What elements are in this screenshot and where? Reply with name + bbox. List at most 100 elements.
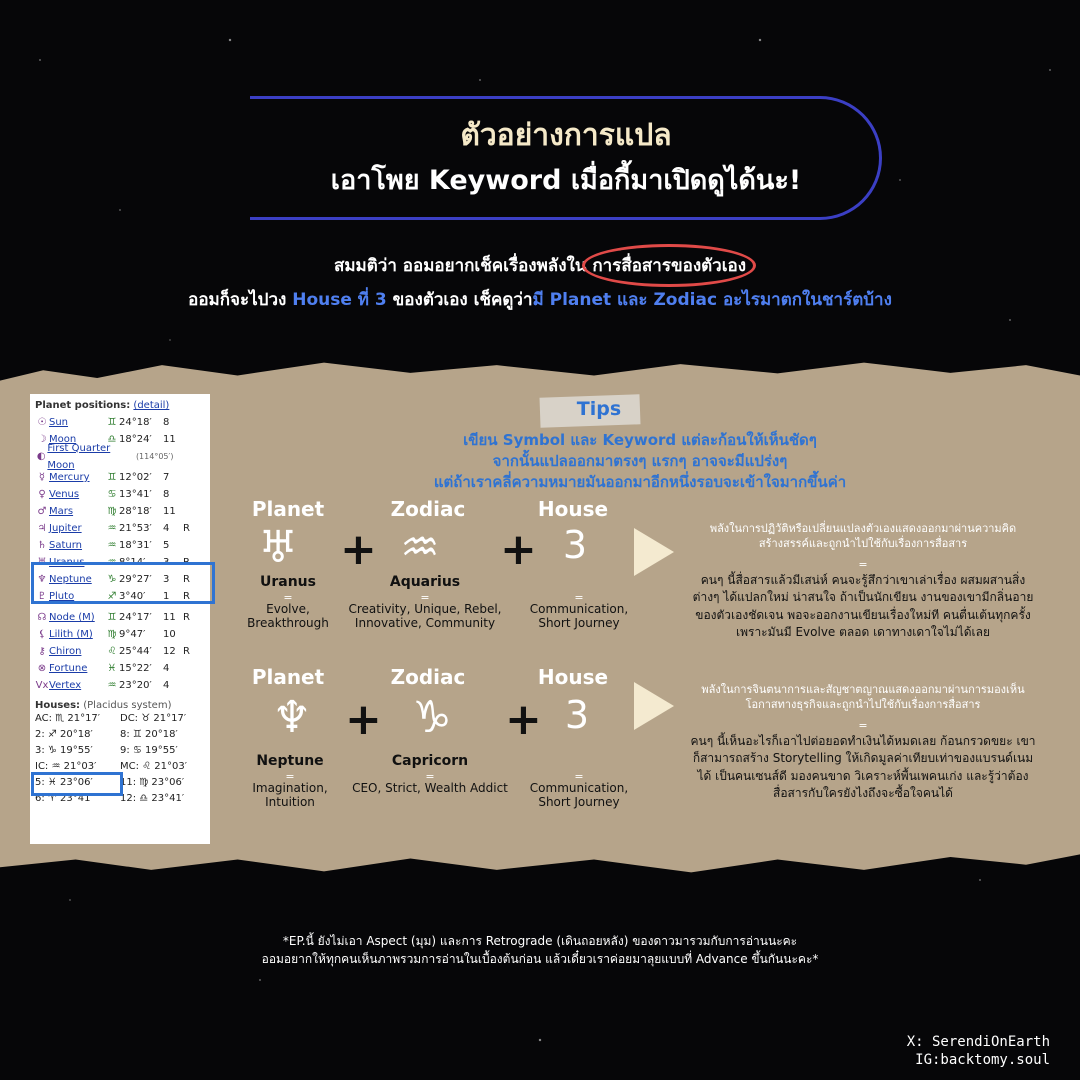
planet-name-link[interactable]: Fortune — [49, 663, 88, 674]
planet-degree: 9°47′ — [119, 629, 146, 640]
story-text: คนๆ นี้สื่อสารแล้วมีเสน่ห์ คนจะรู้สึกว่า… — [692, 573, 1034, 640]
planet-label: Planet — [251, 497, 325, 521]
plus-icon: + — [345, 694, 382, 745]
house-row: 6: ♈ 23°41′12: ♎ 23°41′ — [35, 791, 205, 807]
zodiac-glyph-icon: ♍ — [107, 629, 117, 640]
arrow-right-icon — [634, 528, 674, 576]
planet-glyph-icon: ♇ — [37, 591, 47, 602]
planet-glyph-icon: ⊗ — [37, 663, 47, 674]
equals-sign: = — [285, 770, 295, 783]
planet-house: 11 — [163, 434, 176, 445]
zodiac-glyph-icon: ♊ — [107, 612, 117, 623]
planet-degree: 28°18′ — [119, 506, 152, 517]
planet-name: Neptune — [256, 753, 324, 769]
planet-degree: (114°05′) — [135, 452, 174, 461]
tips-label: Tips — [576, 398, 622, 420]
planet-name-link[interactable]: Node (M) — [49, 612, 95, 623]
planet-glyph-icon: ☉ — [37, 417, 47, 428]
planet-glyph-icon: ⚸ — [38, 629, 46, 640]
planet-row: ♄Saturn♒18°31′5 — [35, 537, 205, 554]
planet-degree: 21°53′ — [119, 523, 152, 534]
highlight-house: House ที่ 3 — [292, 290, 387, 310]
equals-sign: = — [425, 770, 435, 783]
planet-name-link[interactable]: Vertex — [49, 680, 82, 691]
retrograde-flag: R — [183, 574, 190, 585]
house-list: AC: ♏ 21°17′DC: ♉ 21°17′ 2: ♐ 20°18′ 8: ♊ … — [35, 711, 205, 807]
planet-house: 3 — [163, 574, 170, 585]
house-cusp: 2: ♐ 20°18′ — [35, 729, 93, 740]
intro-text: ของตัวเอง เช็คดูว่า — [386, 290, 533, 310]
planet-glyph-icon: ☿ — [38, 472, 46, 483]
planet-house: 4 — [163, 663, 170, 674]
planet-degree: 25°44′ — [119, 646, 152, 657]
retrograde-flag: R — [183, 523, 190, 534]
retrograde-flag: R — [183, 612, 190, 623]
equals-sign: = — [420, 591, 430, 604]
detail-link[interactable]: (detail) — [133, 400, 170, 411]
zodiac-glyph-icon: ♑ — [107, 574, 117, 585]
house-row: 5: ♓ 23°06′11: ♍ 23°06′ — [35, 775, 205, 791]
house-number: 3 — [562, 523, 588, 567]
planet-name-link[interactable]: First Quarter Moon — [47, 442, 111, 471]
house-row: AC: ♏ 21°17′DC: ♉ 21°17′ — [35, 711, 205, 727]
planet-name-link[interactable]: Venus — [49, 489, 80, 500]
plus-icon: + — [505, 694, 542, 745]
planet-house: 4 — [163, 523, 170, 534]
house-cusp: 6: ♈ 23°41′ — [35, 793, 93, 804]
planet-row: ♂Mars♍28°18′11 — [35, 503, 205, 520]
tips-line-1: เขียน Symbol และ Keyword แต่ละก้อนให้เห็… — [463, 431, 817, 449]
planet-keywords: Imagination, Intuition — [252, 781, 328, 810]
house-cusp: 8: ♊ 20°18′ — [120, 729, 178, 740]
planet-glyph-icon: ♄ — [37, 540, 47, 551]
planet-name-link[interactable]: Lilith (M) — [49, 629, 93, 640]
planet-glyph-icon: ☊ — [37, 612, 47, 623]
planet-glyph-icon: ◐ — [36, 451, 46, 462]
zodiac-glyph-icon: ♌ — [107, 646, 117, 657]
planet-row: ☿Mercury♊12°02′7 — [35, 469, 205, 486]
meaning-text: พลังในการจินตนาการและสัญชาตญาณแสดงออกมาผ… — [701, 683, 1025, 711]
zodiac-keywords: Creativity, Unique, Rebel, Innovative, C… — [348, 602, 502, 631]
planet-glyph-icon: ♂ — [37, 506, 47, 517]
planet-degree: 3°40′ — [119, 591, 146, 602]
planet-house: 11 — [163, 612, 176, 623]
planet-name-link[interactable]: Neptune — [49, 574, 92, 585]
planet-name-link[interactable]: Sun — [49, 417, 69, 428]
planet-name-link[interactable]: Mercury — [49, 472, 90, 483]
intro-line-1: สมมติว่า ออมอยากเช็คเรื่องพลังใน การสื่อ… — [0, 244, 1080, 287]
planet-name-link[interactable]: Mars — [49, 506, 74, 517]
intro-line-2: ออมก็จะไปวง House ที่ 3 ของตัวเอง เช็คดู… — [0, 286, 1080, 313]
house-row: 2: ♐ 20°18′ 8: ♊ 20°18′ — [35, 727, 205, 743]
planet-degree: 29°27′ — [119, 574, 152, 585]
planet-degree: 18°31′ — [119, 540, 152, 551]
meaning-text: พลังในการปฏิวัติหรือเปลี่ยนแปลงตัวเองแสด… — [709, 522, 1017, 550]
house-row: 3: ♑ 19°55′ 9: ♋ 19°55′ — [35, 743, 205, 759]
planet-glyph-icon: ♆ — [37, 574, 47, 585]
house-keywords: Communication, Short Journey — [529, 602, 629, 631]
planet-keywords: Evolve, Breakthrough — [247, 602, 329, 631]
planet-name-link[interactable]: Saturn — [49, 540, 83, 551]
planet-row: ♀Venus♋13°41′8 — [35, 486, 205, 503]
planet-name-link[interactable]: Pluto — [49, 591, 75, 602]
house-cusp: 9: ♋ 19°55′ — [120, 745, 178, 756]
footnote-line-1: *EP.นี้ ยังไม่เอา Aspect (มุม) และการ Re… — [282, 934, 798, 948]
planet-name-link[interactable]: Moon — [49, 434, 77, 445]
equals-sign: = — [858, 719, 868, 732]
title-frame — [250, 96, 882, 220]
planet-label: Planet — [251, 665, 325, 689]
equals-sign: = — [574, 591, 584, 604]
uranus-symbol-icon: ♅ — [258, 522, 298, 573]
planet-name-link[interactable]: Chiron — [49, 646, 82, 657]
zodiac-glyph-icon: ♒ — [107, 680, 117, 691]
house-cusp: 3: ♑ 19°55′ — [35, 745, 93, 756]
planet-degree: 15°22′ — [119, 663, 152, 674]
highlight-planet-zodiac: มี Planet และ Zodiac อะไรมาตกในชาร์ตบ้าง — [532, 290, 892, 310]
planet-house: 1 — [163, 591, 170, 602]
planet-name-link[interactable]: Jupiter — [49, 523, 82, 534]
retrograde-flag: R — [183, 591, 190, 602]
planet-row: ⚸Lilith (M)♍9°47′10 — [35, 626, 205, 643]
planet-house: 8 — [163, 417, 170, 428]
plus-icon: + — [340, 524, 377, 575]
credit-x: X: SerendiOnEarth — [906, 1034, 1050, 1050]
planet-glyph-icon: ♃ — [37, 523, 47, 534]
